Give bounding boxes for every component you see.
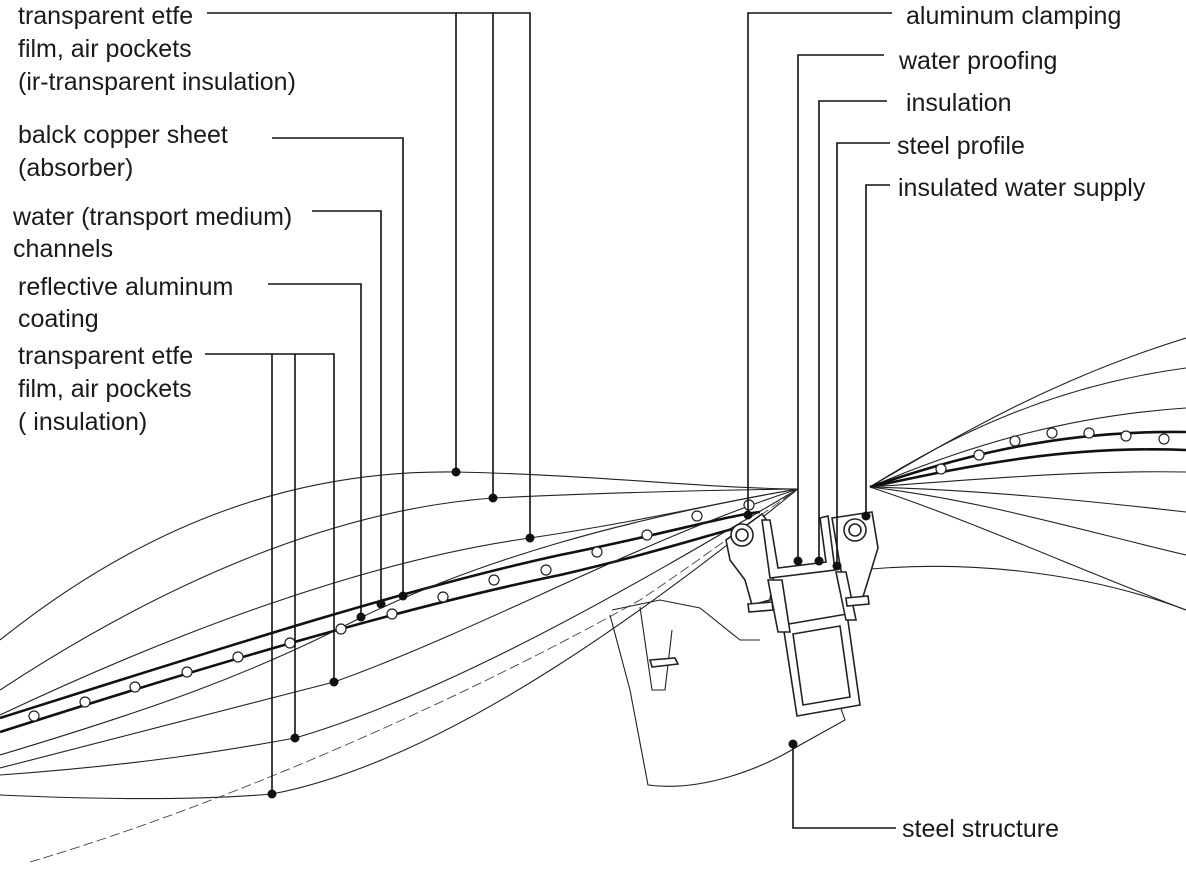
- water-channel: [1120, 430, 1132, 442]
- label-outer-etfe: transparent etfe film, air pockets (ir-t…: [18, 2, 296, 96]
- steel-structure: [609, 511, 879, 787]
- label-outer-etfe-line3: (ir-transparent insulation): [18, 68, 296, 96]
- box-section-inner: [792, 625, 851, 706]
- steel-beam-lower: [611, 599, 760, 641]
- label-aluminum-clamping: aluminum clamping: [906, 2, 1121, 30]
- label-copper-line2: (absorber): [18, 154, 133, 182]
- right-inner-film-3: [869, 486, 1186, 556]
- web-plate: [767, 579, 791, 633]
- right-outer-film-2: [869, 367, 1186, 488]
- right-absorber-bottom: [869, 448, 1186, 489]
- leaders-right: [743, 12, 896, 829]
- bolt-left: [747, 601, 774, 613]
- water-channel: [284, 637, 296, 649]
- steel-structure-body: [629, 689, 846, 787]
- label-reflective-line2: coating: [18, 305, 99, 333]
- water-channel: [79, 696, 91, 708]
- right-absorber-top: [869, 430, 1186, 489]
- label-outer-etfe-line1: transparent etfe: [18, 2, 193, 30]
- inner-etfe-film-1: [0, 488, 799, 769]
- label-inner-etfe-line3: ( insulation): [18, 408, 147, 436]
- label-outer-etfe-line2: film, air pockets: [18, 35, 192, 63]
- water-channel: [641, 529, 653, 541]
- water-channel: [437, 591, 449, 603]
- outer-etfe-mid-film: [0, 488, 799, 691]
- steel-bracket-left: [639, 606, 673, 691]
- water-channel: [1046, 427, 1058, 439]
- right-panel-layers: [859, 337, 1186, 611]
- u-channel: [761, 515, 836, 579]
- copper-absorber-bottom: [0, 520, 761, 734]
- water-channel: [540, 564, 552, 576]
- label-reflective-line1: reflective aluminum: [18, 273, 233, 301]
- water-channel: [1009, 435, 1021, 447]
- bolt-plate-left: [648, 657, 680, 668]
- water-channel: [181, 666, 193, 678]
- water-channel: [973, 449, 985, 461]
- right-outer-film-1: [869, 337, 1186, 488]
- water-channel: [386, 608, 398, 620]
- water-channel: [1083, 427, 1095, 439]
- water-channel: [129, 681, 141, 693]
- label-insulated-water-supply: insulated water supply: [898, 174, 1146, 202]
- bolt-right: [845, 595, 870, 607]
- outer-etfe-top-film: [0, 471, 799, 641]
- inner-etfe-dashed-film: [29, 488, 799, 863]
- water-supply-pipe-right-core: [848, 523, 862, 537]
- water-channel: [691, 510, 703, 522]
- left-panel-layers: [0, 471, 799, 863]
- label-water-line2: channels: [13, 235, 113, 263]
- water-supply-pipe-left-core: [735, 528, 749, 542]
- label-copper: balck copper sheet (absorber): [18, 121, 228, 182]
- water-channel: [1158, 433, 1170, 445]
- right-inner-film-1: [869, 471, 1186, 488]
- right-outer-film-3: [869, 407, 1186, 488]
- inner-etfe-film-3: [0, 488, 799, 800]
- water-channel: [488, 574, 500, 586]
- copper-absorber-top: [0, 510, 761, 720]
- water-channel: [335, 623, 347, 635]
- water-channel: [935, 463, 947, 475]
- water-channel: [591, 546, 603, 558]
- label-reflective: reflective aluminum coating: [18, 273, 233, 333]
- label-inner-etfe-line1: transparent etfe: [18, 342, 193, 370]
- water-channel: [232, 651, 244, 663]
- right-steel-arc: [859, 565, 1186, 611]
- right-inner-film-2: [869, 486, 1186, 513]
- label-water-proofing: water proofing: [898, 47, 1057, 75]
- leaders-left: [205, 12, 535, 799]
- water-channels-left: [28, 499, 755, 722]
- label-steel-structure: steel structure: [902, 815, 1059, 843]
- steel-structure-top-edge: [609, 614, 631, 691]
- water-channels-right: [935, 427, 1170, 475]
- right-inner-film-4: [869, 486, 1186, 611]
- label-water-line1: water (transport medium): [12, 203, 292, 231]
- label-inner-etfe-line2: film, air pockets: [18, 375, 192, 403]
- water-channel: [743, 499, 755, 511]
- inner-etfe-film-2: [0, 488, 799, 776]
- water-channel: [28, 710, 40, 722]
- label-inner-etfe: transparent etfe film, air pockets ( ins…: [18, 342, 193, 436]
- label-steel-profile: steel profile: [897, 132, 1025, 160]
- label-water: water (transport medium) channels: [12, 203, 292, 263]
- web-plate-right: [835, 571, 857, 621]
- label-insulation: insulation: [899, 89, 1012, 117]
- label-copper-line1: balck copper sheet: [18, 121, 228, 149]
